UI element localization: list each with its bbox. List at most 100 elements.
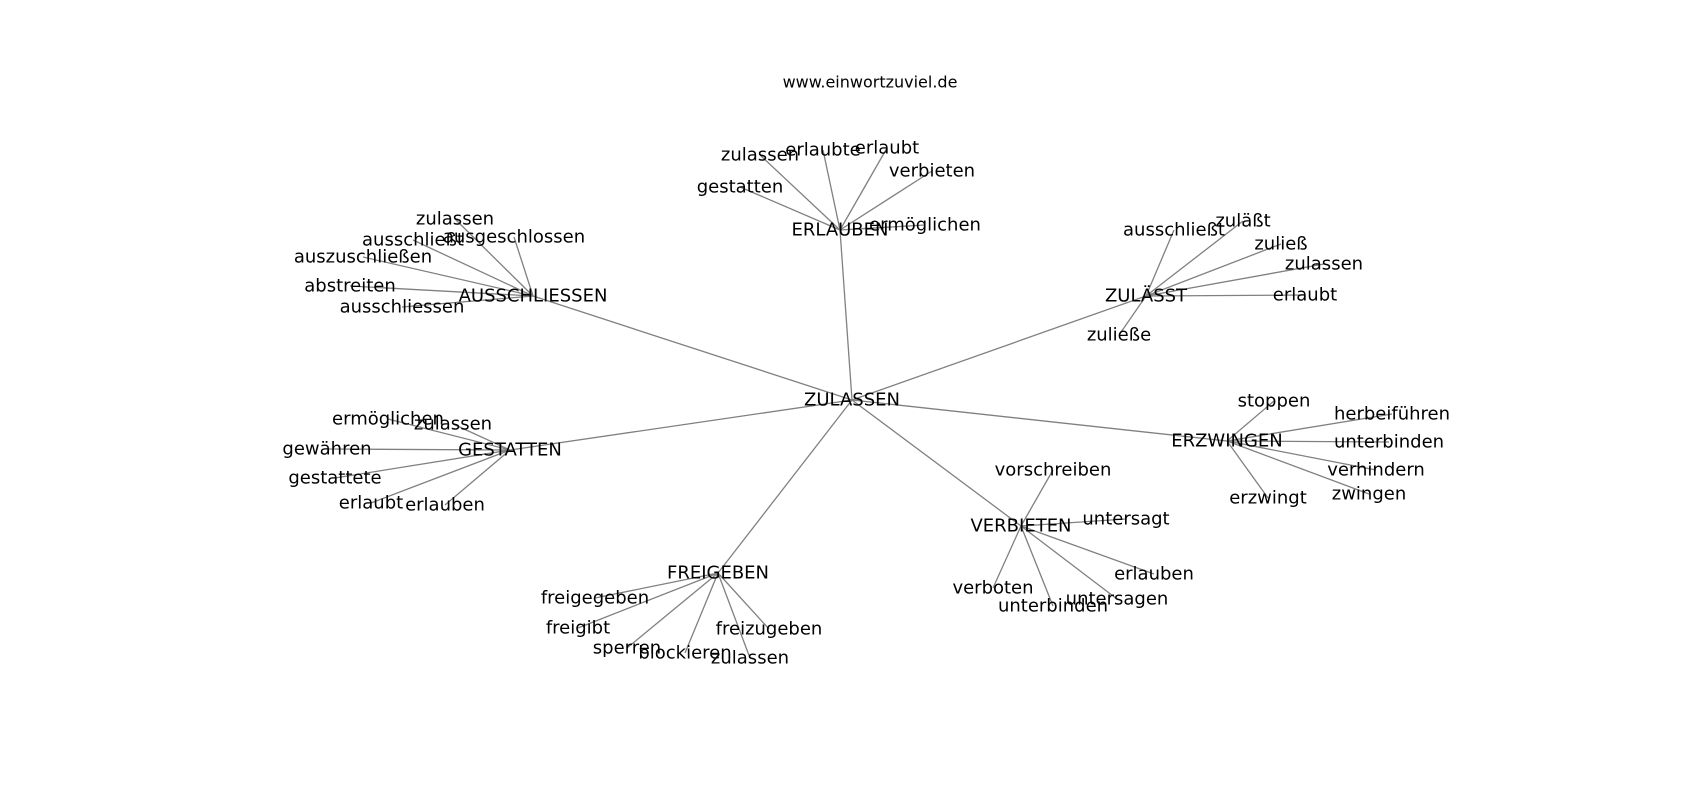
edges-layer [326,147,1393,659]
node-leaf-zulaesst_zuliess: zuließ [1254,234,1307,255]
node-leaf-erlauben_erlaubte: erlaubte [785,140,860,161]
node-leaf-gestatten_erlauben: erlauben [405,495,485,516]
node-leaf-verbieten_verboten: verboten [952,578,1033,599]
edge-erzwingen-erzwingen_unterbinden [1226,440,1390,443]
edge-freigeben-freigeben_blockieren [684,572,719,654]
edge-erzwingen-erzwingen_verhindern [1226,440,1377,471]
node-leaf-erlauben_erlaubt: erlaubt [855,138,919,159]
node-leaf-erlauben_gestatten: gestatten [697,177,784,198]
edge-erlauben-erlauben_verbieten [839,170,933,231]
edge-gestatten-gestatten_gestattete [334,449,511,479]
edge-root-zulaesst [851,295,1147,401]
edge-verbieten-verbieten_verboten [992,525,1022,589]
node-leaf-erzwingen_unterbinden: unterbinden [1334,432,1444,453]
node-leaf-verbieten_vorschreiben: vorschreiben [995,460,1112,481]
edge-erlauben-erlauben_zulassen [759,154,841,231]
node-hub-gestatten: GESTATTEN [458,440,562,461]
edge-gestatten-gestatten_ermoeglichen [387,418,511,451]
node-leaf-erzwingen_verhindern: verhindern [1327,460,1425,481]
node-leaf-freigeben_sperren: sperren [593,638,661,659]
node-leaf-zulaesst_zulassen: zulassen [1285,254,1363,275]
node-leaf-zulaesst_erlaubt: erlaubt [1273,285,1337,306]
node-leaf-ausschliessen_ausschliesst: ausschließt [362,230,464,251]
edge-verbieten-verbieten_vorschreiben [1020,469,1054,527]
edge-erzwingen-erzwingen_erzwingt [1226,440,1269,499]
edge-erzwingen-erzwingen_zwingen [1226,440,1370,495]
node-leaf-ausschliessen_abstreiten: abstreiten [304,276,396,297]
edge-ausschliessen-ausschliessen_ausschliesst [412,239,534,297]
node-leaf-erlauben_ermoeglichen: ermöglichen [869,215,981,236]
edge-freigeben-freigeben_zulassen [717,572,751,659]
edge-ausschliessen-ausschliessen_auszuschliessen [362,256,534,297]
node-leaf-gestatten_zulassen: zulassen [414,414,492,435]
edge-erzwingen-erzwingen_stoppen [1226,400,1275,442]
edge-freigeben-freigeben_freigegeben [594,572,719,599]
node-leaf-verbieten_unterbinden: unterbinden [998,596,1108,617]
node-leaf-zulaesst_zulaesst: zuläßt [1215,211,1270,232]
edge-ausschliessen-ausschliessen_zulassen [454,218,534,297]
edge-erlauben-erlauben_erlaubte [822,149,841,231]
node-leaf-freigeben_freizugeben: freizugeben [716,619,823,640]
edge-freigeben-freigeben_sperren [626,572,719,649]
edge-verbieten-verbieten_erlauben [1020,525,1155,575]
edge-zulaesst-zulaesst_zuliesse [1118,295,1147,336]
edge-zulaesst-zulaesst_zulaesst [1145,220,1244,297]
node-leaf-erzwingen_erzwingt: erzwingt [1229,488,1307,509]
node-leaf-erzwingen_herbeifuehren: herbeiführen [1334,404,1450,425]
edge-ausschliessen-ausschliessen_ausschliessen [401,295,534,308]
edge-root-ausschliessen [532,295,853,401]
node-leaf-erlauben_verbieten: verbieten [889,161,975,182]
node-hub-verbieten: VERBIETEN [970,516,1071,537]
node-hub-freigeben: FREIGEBEN [667,563,769,584]
edge-verbieten-verbieten_unterbinden [1020,525,1054,607]
labels-layer: www.einwortzuviel.de ZULASSEN ERLAUBEN zul… [282,73,1450,669]
edge-zulaesst-zulaesst_zuliess [1145,243,1282,297]
node-hub-zulaesst: ZULÄSST [1105,286,1188,307]
node-leaf-ausschliessen_ausgeschlossen: ausgeschlossen [443,227,585,248]
node-leaf-freigeben_freigegeben: freigegeben [541,588,649,609]
edge-ausschliessen-ausschliessen_ausgeschlossen [513,236,534,297]
edge-root-erlauben [839,229,853,401]
edge-gestatten-gestatten_gewaehren [326,448,511,451]
node-leaf-freigeben_zulassen: zulassen [711,648,789,669]
node-leaf-erzwingen_stoppen: stoppen [1238,391,1311,412]
edge-root-erzwingen [851,399,1228,442]
edge-erlauben-erlauben_erlaubt [839,147,888,231]
node-leaf-zulaesst_ausschliesst: ausschließt [1123,220,1225,241]
node-leaf-freigeben_blockieren: blockieren [638,643,731,664]
edge-gestatten-gestatten_erlauben [444,449,511,506]
edge-erzwingen-erzwingen_herbeifuehren [1226,413,1393,442]
node-leaf-gestatten_ermoeglichen: ermöglichen [332,409,444,430]
site-label: www.einwortzuviel.de [783,73,958,92]
edge-root-freigeben [717,399,853,574]
node-leaf-gestatten_gestattete: gestattete [288,468,381,489]
node-leaf-verbieten_erlauben: erlauben [1114,564,1194,585]
node-leaf-verbieten_untersagt: untersagt [1082,509,1169,530]
edge-freigeben-freigeben_freizugeben [717,572,770,630]
node-center-zulassen: ZULASSEN [804,390,900,411]
node-leaf-gestatten_erlaubt: erlaubt [339,493,403,514]
edge-zulaesst-zulaesst_ausschliesst [1145,229,1175,297]
edge-erlauben-erlauben_gestatten [739,186,841,231]
node-hub-erlauben: ERLAUBEN [792,220,889,241]
edge-ausschliessen-ausschliessen_abstreiten [349,285,534,297]
edge-freigeben-freigeben_freigibt [577,572,719,629]
edge-gestatten-gestatten_erlaubt [370,449,511,504]
node-hub-ausschliessen: AUSSCHLIESSEN [459,286,608,307]
node-hub-erzwingen: ERZWINGEN [1171,431,1283,452]
edge-gestatten-gestatten_zulassen [452,423,511,451]
node-leaf-erlauben_zulassen: zulassen [721,145,799,166]
edge-zulaesst-zulaesst_zulassen [1145,263,1325,297]
edge-root-verbieten [851,399,1022,527]
edge-zulaesst-zulaesst_erlaubt [1145,294,1306,297]
edge-verbieten-verbieten_untersagen [1020,525,1118,600]
edge-verbieten-verbieten_untersagt [1020,518,1127,527]
node-leaf-verbieten_untersagen: untersagen [1066,589,1169,610]
node-leaf-ausschliessen_ausschliessen: ausschliessen [340,297,465,318]
edge-erlauben-erlauben_ermoeglichen [839,224,926,231]
node-leaf-gestatten_gewaehren: gewähren [282,439,371,460]
node-leaf-ausschliessen_auszuschliessen: auszuschließen [294,247,432,268]
node-leaf-zulaesst_zuliesse: zuließe [1087,325,1151,346]
node-leaf-freigeben_freigibt: freigibt [546,618,610,639]
